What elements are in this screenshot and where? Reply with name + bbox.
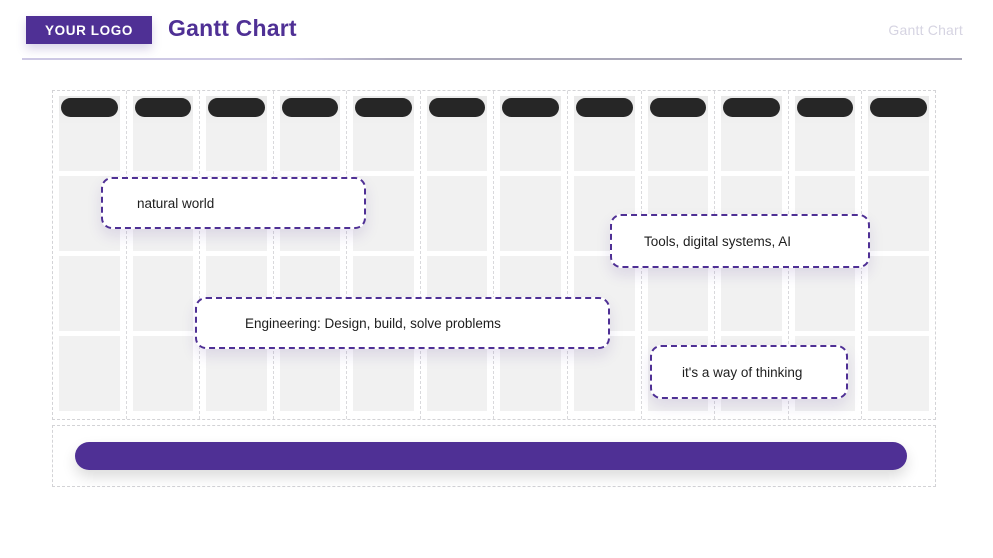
footer-progress-bar[interactable]	[75, 442, 907, 470]
gantt-cell[interactable]	[647, 256, 709, 331]
footer-container	[52, 425, 936, 487]
page-header: YOUR LOGO Gantt Chart Gantt Chart	[0, 0, 993, 72]
gantt-column-header-pill[interactable]	[61, 98, 118, 117]
gantt-cell[interactable]	[426, 176, 488, 251]
watermark-title: Gantt Chart	[888, 22, 963, 38]
gantt-column-header-pill[interactable]	[796, 98, 854, 117]
task-card[interactable]: it's a way of thinking	[650, 345, 848, 399]
gantt-column-header-pill[interactable]	[723, 98, 780, 117]
gantt-cell[interactable]	[868, 336, 929, 411]
gantt-cell[interactable]	[132, 256, 194, 331]
gantt-column[interactable]	[200, 91, 274, 419]
page-title: Gantt Chart	[168, 15, 297, 41]
gantt-column-header-pill[interactable]	[428, 98, 486, 117]
gantt-column-header-pill[interactable]	[208, 98, 265, 117]
gantt-cell[interactable]	[59, 336, 120, 411]
gantt-column[interactable]	[53, 91, 127, 419]
gantt-column-cells	[868, 96, 929, 411]
gantt-column[interactable]	[421, 91, 495, 419]
gantt-column-cells	[206, 96, 267, 411]
gantt-column[interactable]	[127, 91, 201, 419]
gantt-cell[interactable]	[132, 336, 194, 411]
gantt-column-header-pill[interactable]	[576, 98, 633, 117]
gantt-column-cells	[132, 96, 194, 411]
gantt-column[interactable]	[862, 91, 935, 419]
gantt-cell[interactable]	[868, 176, 929, 251]
gantt-cell[interactable]	[59, 256, 120, 331]
gantt-column[interactable]	[347, 91, 421, 419]
gantt-column-header-pill[interactable]	[502, 98, 560, 117]
task-card[interactable]: Engineering: Design, build, solve proble…	[195, 297, 610, 349]
task-card-label: Engineering: Design, build, solve proble…	[245, 315, 501, 331]
gantt-column-cells	[59, 96, 120, 411]
gantt-cell[interactable]	[721, 256, 782, 331]
gantt-cell[interactable]	[868, 256, 929, 331]
header-divider	[22, 58, 962, 60]
gantt-column-header-pill[interactable]	[281, 98, 339, 117]
gantt-column[interactable]	[274, 91, 348, 419]
logo-badge[interactable]: YOUR LOGO	[26, 16, 152, 44]
task-card-label: Tools, digital systems, AI	[644, 233, 792, 249]
task-card-label: it's a way of thinking	[682, 364, 803, 380]
task-card[interactable]: Tools, digital systems, AI	[610, 214, 870, 268]
task-card[interactable]: natural world	[101, 177, 366, 229]
gantt-column-header-pill[interactable]	[649, 98, 707, 117]
gantt-column-cells	[279, 96, 341, 411]
gantt-column-header-pill[interactable]	[355, 98, 412, 117]
gantt-cell[interactable]	[500, 176, 562, 251]
gantt-cell[interactable]	[794, 256, 856, 331]
gantt-column[interactable]	[494, 91, 569, 419]
gantt-column-cells	[500, 96, 562, 411]
gantt-column-cells	[353, 96, 414, 411]
gantt-column-header-pill[interactable]	[870, 98, 927, 117]
gantt-column-cells	[426, 96, 488, 411]
task-card-label: natural world	[137, 195, 215, 211]
gantt-column-header-pill[interactable]	[134, 98, 192, 117]
logo-label: YOUR LOGO	[45, 22, 133, 38]
